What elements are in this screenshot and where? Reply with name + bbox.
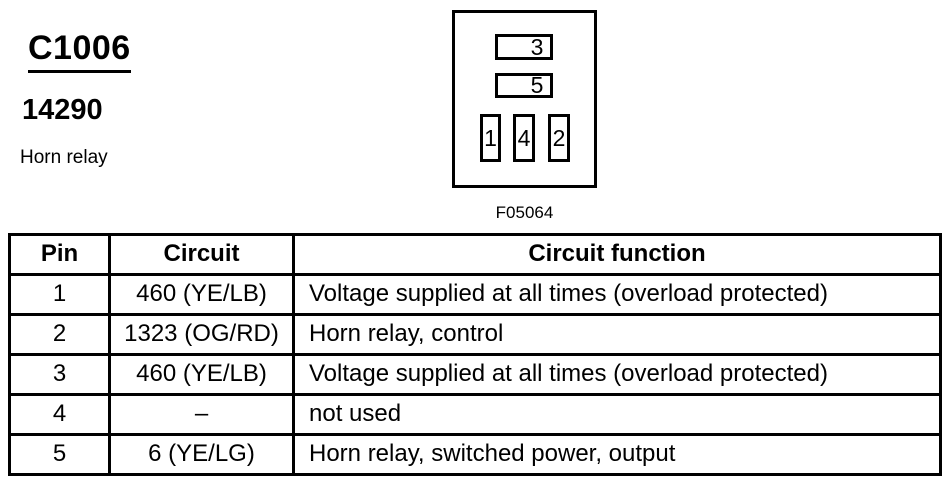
- table-row: 1 460 (YE/LB) Voltage supplied at all ti…: [8, 273, 942, 316]
- circuit-function-cell: Horn relay, switched power, output: [292, 433, 942, 476]
- pin-cell: 3: [8, 353, 111, 396]
- circuit-function-cell: Horn relay, control: [292, 313, 942, 356]
- table-header-row: Pin Circuit Circuit function: [8, 233, 942, 276]
- cavity-4-label: 4: [517, 124, 531, 151]
- column-header-pin: Pin: [8, 233, 111, 276]
- figure-id-caption: F05064: [495, 203, 554, 222]
- column-header-circuit: Circuit: [108, 233, 295, 276]
- circuit-cell: 6 (YE/LG): [108, 433, 295, 476]
- circuit-cell: 460 (YE/LB): [108, 273, 295, 316]
- pin-cell: 1: [8, 273, 111, 316]
- circuit-function-cell: Voltage supplied at all times (overload …: [292, 273, 942, 316]
- circuit-cell: 460 (YE/LB): [108, 353, 295, 396]
- cavity-3-label: 3: [530, 33, 544, 60]
- cavity-1-label: 1: [484, 124, 497, 151]
- cavity-2: 2: [548, 114, 570, 162]
- cavity-5: 5: [495, 73, 553, 98]
- cavity-2-label: 2: [552, 124, 566, 151]
- cavity-5-label: 5: [530, 72, 544, 98]
- connector-face-diagram: 3 5 1 4 2: [452, 10, 597, 188]
- cavity-3: 3: [495, 34, 553, 60]
- table-row: 4 – not used: [8, 393, 942, 436]
- connector-id-heading: C1006: [28, 29, 131, 74]
- pinout-table: Pin Circuit Circuit function 1 460 (YE/L…: [8, 233, 942, 476]
- table-row: 3 460 (YE/LB) Voltage supplied at all ti…: [8, 353, 942, 396]
- connector-description: Horn relay: [20, 147, 108, 168]
- circuit-function-cell: not used: [292, 393, 942, 436]
- part-number: 14290: [22, 94, 103, 126]
- pin-cell: 4: [8, 393, 111, 436]
- pin-cell: 2: [8, 313, 111, 356]
- table-row: 2 1323 (OG/RD) Horn relay, control: [8, 313, 942, 356]
- circuit-function-cell: Voltage supplied at all times (overload …: [292, 353, 942, 396]
- pin-cell: 5: [8, 433, 111, 476]
- column-header-circuit-function: Circuit function: [292, 233, 942, 276]
- circuit-cell: –: [108, 393, 295, 436]
- table-row: 5 6 (YE/LG) Horn relay, switched power, …: [8, 433, 942, 476]
- cavity-1: 1: [480, 114, 501, 162]
- circuit-cell: 1323 (OG/RD): [108, 313, 295, 356]
- cavity-4: 4: [513, 114, 535, 162]
